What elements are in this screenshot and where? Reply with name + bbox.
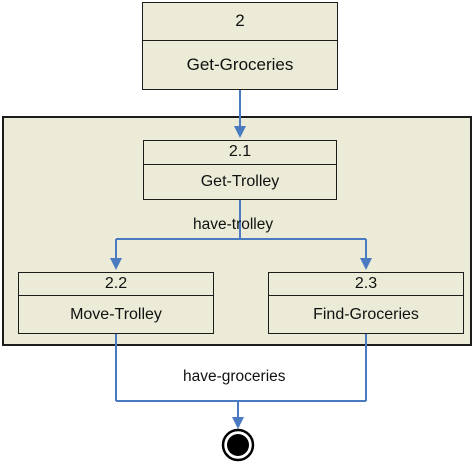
end-node-inner-dot [227,434,249,456]
activity-node-move-trolley-name: Move-Trolley [70,305,162,323]
activity-node-find-groceries[interactable]: 2.3 Find-Groceries [268,272,464,334]
arrowhead-find-groceries [360,258,372,270]
activity-node-get-trolley-id: 2.1 [144,141,336,165]
activity-node-get-trolley[interactable]: 2.1 Get-Trolley [143,140,337,200]
activity-node-root[interactable]: 2 Get-Groceries [142,2,338,90]
join-guard-label: have-groceries [183,368,286,385]
activity-node-move-trolley-id: 2.2 [19,273,213,296]
arrowhead-move-trolley [110,258,122,270]
activity-node-find-groceries-name: Find-Groceries [313,305,419,323]
arrowhead-get-trolley [234,126,246,138]
activity-node-move-trolley[interactable]: 2.2 Move-Trolley [18,272,214,334]
activity-node-root-name: Get-Groceries [186,55,294,74]
activity-node-get-trolley-name: Get-Trolley [200,173,280,190]
activity-node-find-groceries-id: 2.3 [269,273,463,296]
fork-guard-label: have-trolley [193,216,274,233]
activity-node-root-id: 2 [143,3,337,41]
arrowhead-end [232,417,244,429]
